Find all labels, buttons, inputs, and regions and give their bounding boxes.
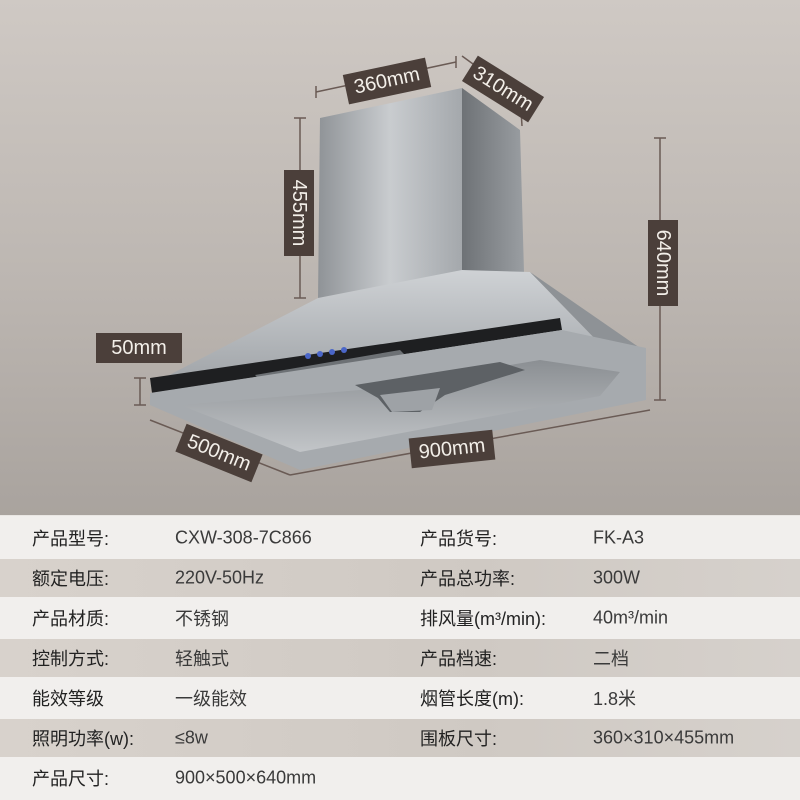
spec-label: 围板尺寸: — [420, 729, 498, 749]
range-hood-illustration — [134, 55, 666, 476]
spec-label: 控制方式: — [32, 649, 110, 669]
canopy-thickness-label: 50mm — [96, 333, 182, 363]
spec-value: 360×310×455mm — [593, 727, 735, 748]
spec-value: 300W — [593, 567, 641, 588]
control-buttons — [305, 347, 347, 359]
chimney-height-label: 455mm — [284, 170, 314, 256]
spec-value: 900×500×640mm — [175, 767, 317, 788]
spec-value: 二档 — [593, 649, 629, 669]
spec-label: 产品总功率: — [420, 569, 516, 589]
spec-row: 能效等级 一级能效 烟管长度(m): 1.8米 — [0, 679, 800, 717]
spec-row: 产品型号: CXW-308-7C866 产品货号: FK-A3 — [0, 519, 800, 557]
spec-row: 额定电压: 220V-50Hz 产品总功率: 300W — [0, 559, 800, 597]
spec-table: 产品型号: CXW-308-7C866 产品货号: FK-A3 额定电压: 22… — [0, 516, 800, 800]
spec-label: 产品型号: — [32, 529, 110, 549]
spec-value: 1.8米 — [593, 689, 637, 709]
spec-value: 不锈钢 — [175, 609, 229, 629]
fan-motor — [380, 388, 440, 412]
chimney-front — [318, 88, 462, 300]
spec-label: 烟管长度(m): — [420, 689, 524, 709]
spec-value: 一级能效 — [175, 689, 247, 709]
spec-value: 220V-50Hz — [175, 567, 265, 588]
spec-row: 照明功率(w): ≤8w 围板尺寸: 360×310×455mm — [0, 719, 800, 757]
spec-label: 产品货号: — [420, 529, 498, 549]
total-height-label: 640mm — [648, 220, 678, 306]
spec-label: 产品材质: — [32, 609, 110, 629]
spec-value: 40m³/min — [593, 607, 669, 628]
spec-row: 产品尺寸: 900×500×640mm — [0, 759, 800, 797]
spec-label: 能效等级 — [32, 689, 104, 709]
spec-label: 产品尺寸: — [32, 769, 110, 789]
control-strip — [150, 318, 562, 393]
chimney-side — [462, 88, 524, 272]
spec-label: 产品档速: — [420, 649, 498, 669]
spec-row: 控制方式: 轻触式 产品档速: 二档 — [0, 639, 800, 677]
spec-label: 额定电压: — [32, 569, 110, 589]
spec-value: CXW-308-7C866 — [175, 527, 312, 548]
spec-row: 产品材质: 不锈钢 排风量(m³/min): 40m³/min — [0, 599, 800, 637]
spec-label: 排风量(m³/min): — [420, 609, 546, 629]
spec-value: ≤8w — [175, 727, 208, 748]
spec-label: 照明功率(w): — [32, 729, 134, 749]
spec-value: 轻触式 — [175, 649, 229, 669]
product-image-area: 360mm 310mm 455mm 640mm 50mm 500mm 900mm — [0, 0, 800, 515]
spec-value: FK-A3 — [593, 527, 645, 548]
